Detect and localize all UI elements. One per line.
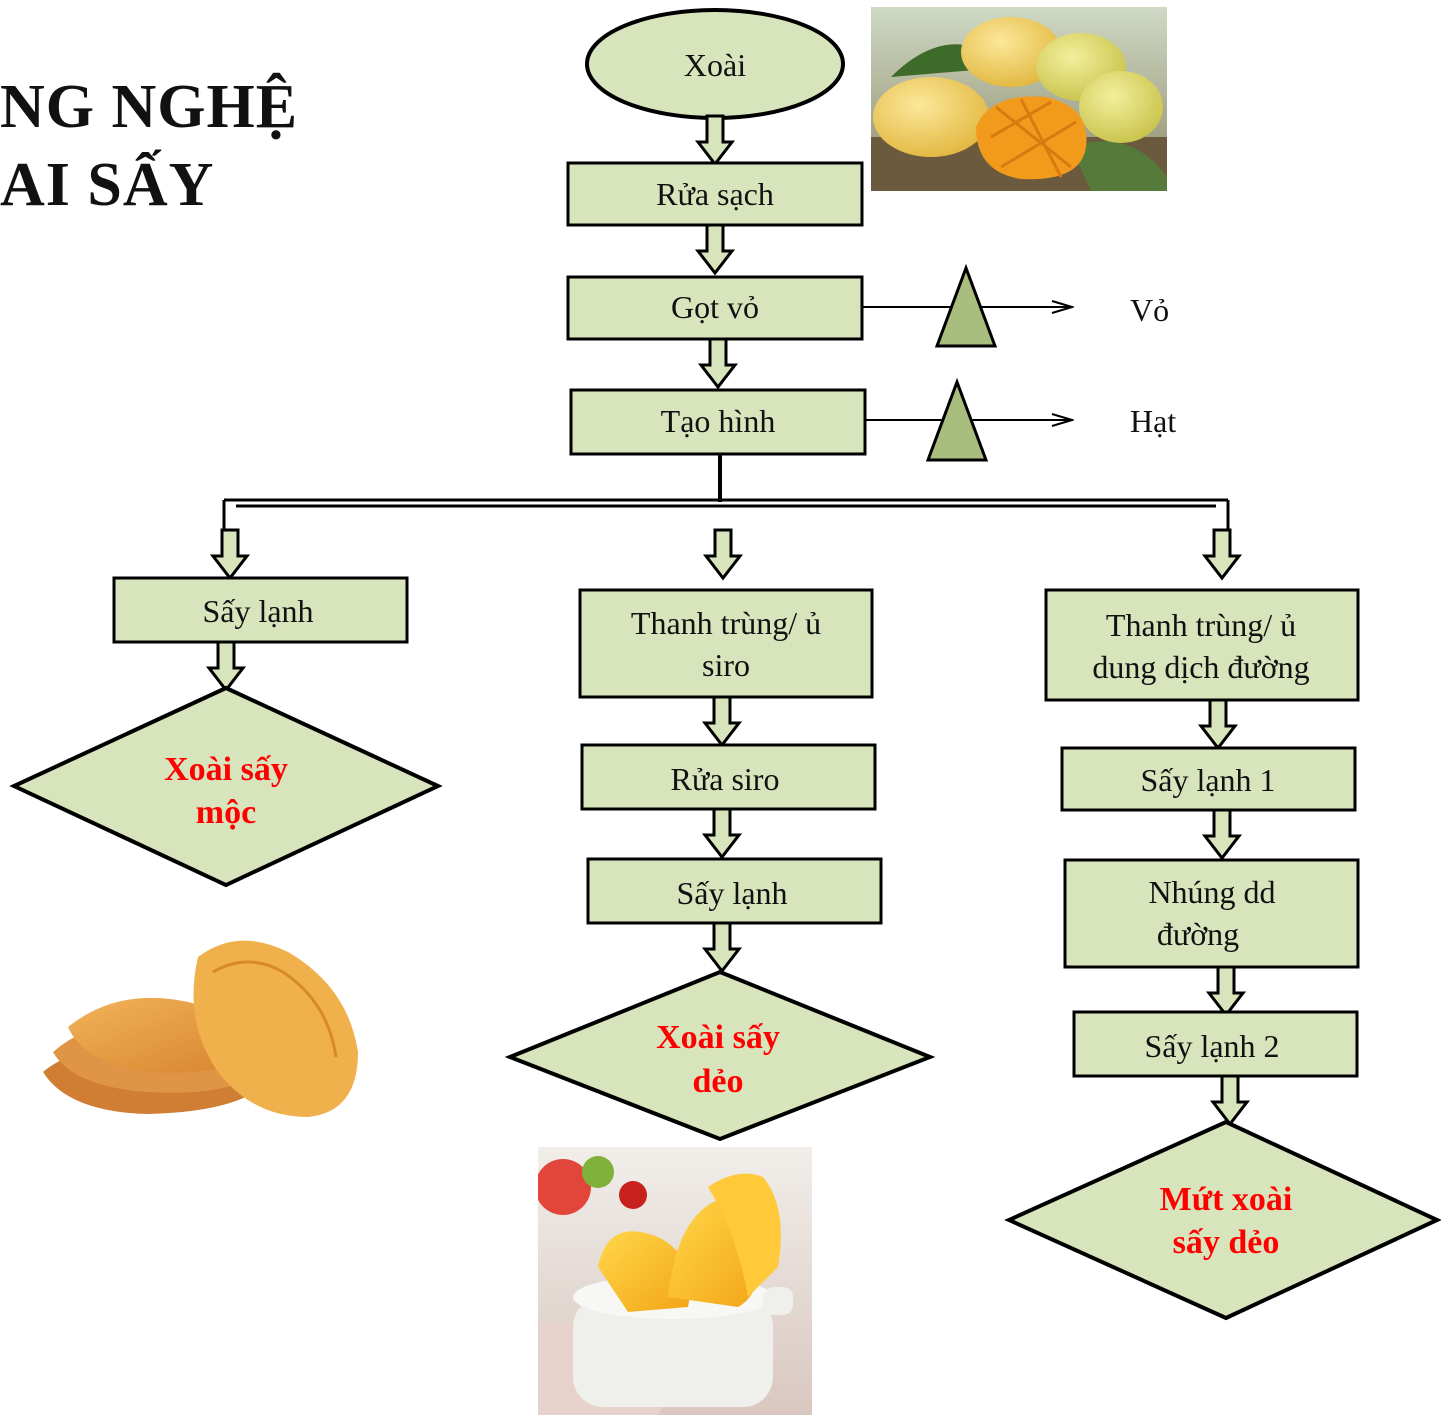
step-tao-hinh bbox=[569, 388, 867, 456]
right-step3-line1: Nhúng dd bbox=[1148, 874, 1275, 910]
waste-triangle-icon bbox=[925, 377, 989, 462]
mid-step1-line1: Thanh trùng/ ủ bbox=[631, 605, 821, 641]
right-step-say-lanh-1 bbox=[1060, 746, 1357, 812]
arrow-down bbox=[704, 528, 742, 580]
waste-triangle-icon bbox=[934, 263, 998, 348]
arrow-down bbox=[211, 528, 249, 580]
arrow-down bbox=[207, 640, 245, 692]
right-step-nhung-dd bbox=[1063, 858, 1360, 969]
product-mid-line2: dẻo bbox=[693, 1063, 744, 1100]
product-mut-xoai-say-deo bbox=[1004, 1119, 1441, 1321]
product-xoai-say-deo bbox=[504, 969, 936, 1142]
arrow-down bbox=[1207, 965, 1245, 1017]
title-line-2: AI SẤY bbox=[0, 151, 215, 219]
dried-mango-slices-photo bbox=[38, 932, 364, 1122]
arrow-down bbox=[696, 223, 734, 275]
fresh-mangoes-photo bbox=[871, 7, 1167, 191]
byproduct-vo-label: Vỏ bbox=[1130, 292, 1169, 328]
arrow-down bbox=[1211, 1074, 1249, 1126]
right-step-say-lanh-2 bbox=[1072, 1010, 1359, 1078]
left-step-say-lanh-label: Sấy lạnh bbox=[202, 593, 313, 629]
product-right-line1: Mứt xoài bbox=[1160, 1181, 1293, 1218]
product-left-line2: mộc bbox=[196, 794, 256, 831]
right-step3-line2: đường bbox=[1157, 916, 1239, 952]
product-xoai-say-moc bbox=[9, 685, 443, 888]
mid-step-rua-siro bbox=[580, 743, 877, 811]
product-left-line1: Xoài sấy bbox=[164, 751, 288, 788]
arrow-down bbox=[1203, 528, 1241, 580]
product-mid-line1: Xoài sấy bbox=[656, 1019, 780, 1056]
title-line-1: NG NGHỆ bbox=[0, 73, 299, 141]
product-right-line2: sấy dẻo bbox=[1173, 1224, 1280, 1261]
arrow-down bbox=[1199, 698, 1237, 750]
soft-dried-mango-bowl-photo bbox=[538, 1147, 812, 1415]
arrow-down bbox=[703, 807, 741, 859]
right-step2-label: Sấy lạnh 1 bbox=[1140, 762, 1275, 798]
right-step4-label: Sấy lạnh 2 bbox=[1144, 1028, 1279, 1064]
right-step1-line1: Thanh trùng/ ủ bbox=[1106, 607, 1296, 643]
mid-step3-label: Sấy lạnh bbox=[676, 875, 787, 911]
arrow-down bbox=[1203, 808, 1241, 860]
mid-step-say-lanh bbox=[586, 857, 883, 925]
arrow-down bbox=[703, 695, 741, 747]
left-step-say-lanh bbox=[112, 576, 409, 644]
mid-step2-label: Rửa siro bbox=[671, 761, 780, 797]
arrow-down bbox=[699, 337, 737, 389]
step-got-vo-label: Gọt vỏ bbox=[671, 289, 759, 325]
arrow-down bbox=[696, 114, 734, 166]
right-step-thanh-trung bbox=[1044, 588, 1360, 702]
right-step1-line2: dung dịch đường bbox=[1092, 649, 1309, 685]
step-rua-sach-label: Rửa sạch bbox=[656, 176, 774, 212]
mid-step1-line2: siro bbox=[702, 647, 750, 683]
step-tao-hinh-label: Tạo hình bbox=[661, 403, 776, 439]
byproduct-hat-label: Hạt bbox=[1130, 403, 1176, 439]
step-rua-sach bbox=[566, 161, 864, 227]
start-label: Xoài bbox=[684, 47, 746, 83]
arrow-down bbox=[703, 921, 741, 973]
